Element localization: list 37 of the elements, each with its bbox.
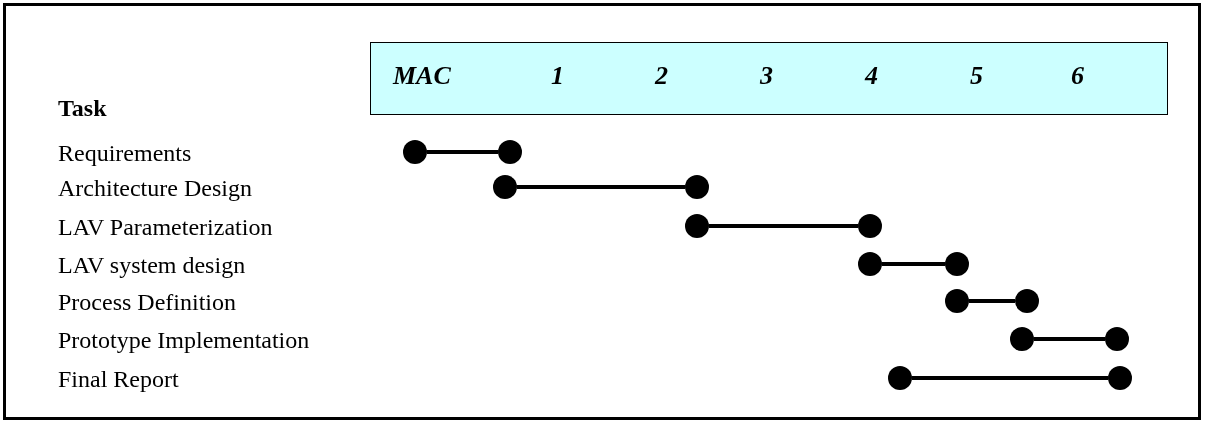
timeline-bar (709, 224, 858, 228)
timeline-bar (912, 376, 1108, 380)
task-name: Architecture Design (58, 175, 252, 201)
period-label: 5 (970, 61, 983, 91)
milestone-dot (1015, 289, 1039, 313)
milestone-dot (493, 175, 517, 199)
period-label: 4 (865, 61, 878, 91)
task-name: Process Definition (58, 289, 236, 315)
milestone-dot (1108, 366, 1132, 390)
period-label: 1 (551, 61, 564, 91)
task-name: Prototype Implementation (58, 327, 310, 353)
milestone-dot (945, 252, 969, 276)
period-label: 3 (760, 61, 773, 91)
milestone-dot (1105, 327, 1129, 351)
period-label: MAC (393, 61, 451, 91)
period-label: 2 (655, 61, 668, 91)
column-heading: Task (58, 95, 107, 121)
milestone-dot (685, 175, 709, 199)
task-name: LAV Parameterization (58, 214, 273, 240)
timeline-bar (1034, 337, 1105, 341)
milestone-dot (403, 140, 427, 164)
timeline-bar (969, 299, 1015, 303)
task-name: LAV system design (58, 252, 246, 278)
milestone-dot (858, 214, 882, 238)
milestone-dot (498, 140, 522, 164)
timeline-bar (882, 262, 945, 266)
milestone-dot (685, 214, 709, 238)
timeline-header-band (370, 42, 1168, 115)
task-name: Final Report (58, 366, 179, 392)
milestone-dot (945, 289, 969, 313)
timeline-bar (517, 185, 685, 189)
milestone-dot (1010, 327, 1034, 351)
milestone-dot (888, 366, 912, 390)
timeline-bar (427, 150, 498, 154)
milestone-dot (858, 252, 882, 276)
period-label: 6 (1071, 61, 1084, 91)
task-name: Requirements (58, 140, 192, 166)
